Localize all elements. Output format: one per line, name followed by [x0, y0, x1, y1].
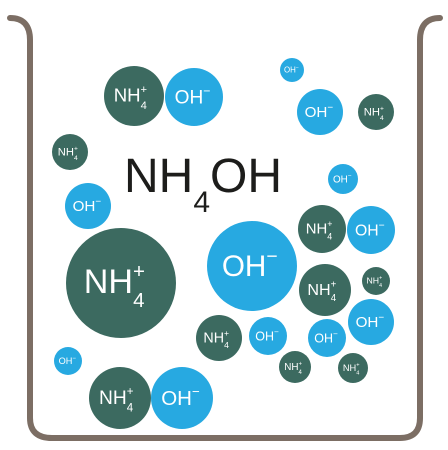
ammonium-ion: NH+4: [298, 205, 346, 253]
ammonium-label: NH+4: [343, 363, 360, 377]
ammonium-ion: NH+4: [89, 367, 151, 429]
ammonium-label: NH+4: [364, 105, 384, 122]
ammonium-ion: NH+4: [358, 94, 394, 130]
ammonium-bubble: [338, 353, 368, 383]
hydroxide-label: OH−: [222, 247, 278, 283]
hydroxide-bubble: [280, 58, 304, 82]
ammonium-label: NH+4: [114, 84, 147, 112]
ammonium-ion: NH+4: [66, 228, 176, 338]
ammonium-bubble: [196, 315, 242, 361]
ammonium-bubble: [298, 205, 346, 253]
formula-label: NH4OH: [124, 150, 282, 219]
ammonium-label: NH+4: [84, 260, 145, 312]
ammonium-ion: NH+4: [338, 353, 368, 383]
ammonium-bubble: [279, 351, 311, 383]
hydroxide-ion: OH−: [308, 319, 346, 357]
hydroxide-ion: OH−: [297, 89, 343, 135]
hydroxide-ion: OH−: [328, 164, 358, 194]
hydroxide-bubble: [207, 221, 297, 311]
hydroxide-label: OH−: [356, 312, 385, 331]
hydroxide-bubble: [328, 164, 358, 194]
hydroxide-ion: OH−: [347, 206, 395, 254]
hydroxide-label: OH−: [161, 384, 200, 410]
hydroxide-bubble: [65, 183, 111, 229]
hydroxide-label: OH−: [255, 328, 279, 344]
ammonium-bubble: [104, 66, 164, 126]
hydroxide-ion: OH−: [249, 317, 287, 355]
ammonium-label: NH+4: [203, 328, 229, 350]
ammonium-label: NH+4: [307, 280, 336, 305]
ammonium-bubble: [52, 134, 88, 170]
hydroxide-bubble: [308, 319, 346, 357]
hydroxide-bubble: [249, 317, 287, 355]
ammonium-ion: NH+4: [52, 134, 88, 170]
hydroxide-bubble: [54, 347, 82, 375]
ammonium-label: NH+4: [306, 219, 333, 242]
hydroxide-label: OH−: [59, 356, 77, 366]
hydroxide-ion: OH−: [348, 299, 394, 345]
ammonium-label: NH+4: [58, 145, 78, 162]
ammonium-bubble: [362, 267, 390, 295]
ammonium-ion: NH+4: [299, 264, 351, 316]
hydroxide-bubble: [297, 89, 343, 135]
hydroxide-label: OH−: [175, 84, 211, 109]
hydroxide-label: OH−: [355, 220, 385, 239]
hydroxide-label: OH−: [73, 196, 102, 215]
ammonium-ion: NH+4: [196, 315, 242, 361]
ammonium-ion: NH+4: [104, 66, 164, 126]
hydroxide-bubble: [347, 206, 395, 254]
ammonium-label: NH+4: [367, 276, 383, 290]
ammonium-ion: NH+4: [362, 267, 390, 295]
hydroxide-ion: OH−: [65, 183, 111, 229]
hydroxide-label: OH−: [284, 65, 299, 75]
hydroxide-ion: OH−: [280, 58, 304, 82]
ammonium-bubble: [89, 367, 151, 429]
hydroxide-bubble: [165, 68, 223, 126]
hydroxide-bubble: [348, 299, 394, 345]
ammonium-bubble: [299, 264, 351, 316]
hydroxide-ion: OH−: [207, 221, 297, 311]
hydroxide-label: OH−: [333, 173, 352, 186]
hydroxide-ion: OH−: [151, 367, 213, 429]
hydroxide-label: OH−: [305, 102, 334, 121]
hydroxide-label: OH−: [314, 330, 338, 346]
ammonium-bubble: [358, 94, 394, 130]
ammonium-label: NH+4: [99, 386, 134, 414]
hydroxide-ion: OH−: [165, 68, 223, 126]
ammonium-label: NH+4: [284, 361, 302, 375]
beaker-outline: [7, 15, 443, 441]
hydroxide-ion: OH−: [54, 347, 82, 375]
ammonium-bubble: [66, 228, 176, 338]
ammonium-ion: NH+4: [279, 351, 311, 383]
hydroxide-bubble: [151, 367, 213, 429]
